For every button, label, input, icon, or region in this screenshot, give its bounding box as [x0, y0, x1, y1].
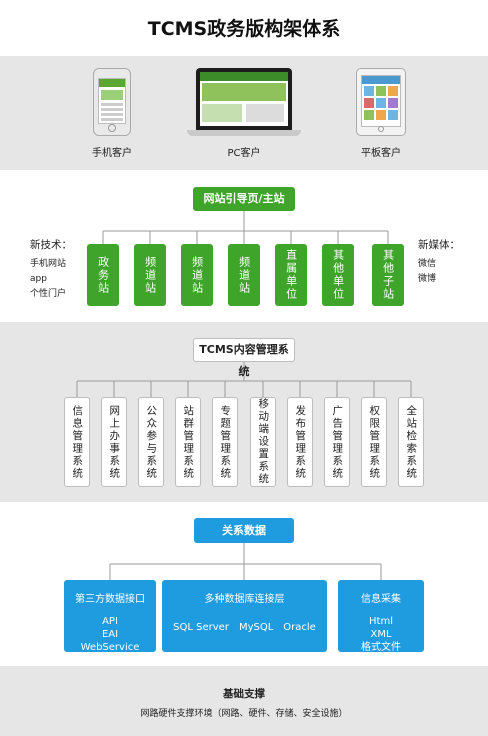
- new-media-item: 微信: [418, 259, 437, 269]
- site-box: 频道站: [134, 244, 166, 306]
- data-box-item: API: [102, 616, 118, 627]
- new-tech-item: 手机网站: [30, 259, 67, 269]
- new-media-heading: 新媒体：: [418, 239, 460, 251]
- cms-module-box: 公众参与系统: [138, 397, 164, 487]
- basic-band: [0, 666, 488, 736]
- new-media-list: 新媒体： 微信 微博: [418, 238, 460, 287]
- basic-title: 基础支撑: [223, 688, 265, 700]
- client-tablet: 平板客户: [356, 68, 406, 159]
- cms-module-box: 发布管理系统: [287, 397, 313, 487]
- cms-main-box: TCMS内容管理系统: [193, 338, 295, 378]
- data-box-item: WebService: [80, 642, 140, 653]
- site-box: 其他单位: [322, 244, 354, 306]
- data-box-item: EAI: [101, 629, 119, 640]
- cms-module-box: 移动端设置系统: [250, 397, 276, 487]
- data-box-item: XML: [370, 629, 392, 640]
- client-pc-label: PC客户: [227, 148, 261, 159]
- data-box-item: SQL Server: [173, 622, 229, 633]
- tablet-icon: [356, 68, 406, 136]
- title-band: TCMS政务版构架体系: [0, 0, 488, 56]
- portal-main-box: 网站引导页/主站: [193, 187, 295, 211]
- data-box-item: MySQL: [238, 622, 274, 633]
- cms-module-box: 信息管理系统: [64, 397, 90, 487]
- cms-module-box: 网上办事系统: [101, 397, 127, 487]
- data-box-title: 多种数据库连接层: [204, 594, 285, 605]
- new-media-item: 微博: [418, 274, 437, 284]
- cms-module-box: 全站检索系统: [398, 397, 424, 487]
- client-phone-label: 手机客户: [92, 148, 132, 159]
- data-box-collection: 信息采集 Html XML 格式文件: [338, 580, 424, 653]
- client-pc: PC客户: [187, 68, 301, 159]
- diagram-title: TCMS政务版构架体系: [147, 18, 341, 40]
- laptop-icon: [187, 68, 301, 136]
- new-tech-list: 新技术： 手机网站 app 个性门户: [30, 238, 72, 302]
- data-box-third-party: 第三方数据接口 API EAI WebService: [64, 580, 156, 653]
- data-box-item: Oracle: [283, 622, 316, 633]
- data-box-database: 多种数据库连接层 SQL Server MySQL Oracle: [162, 580, 327, 652]
- phone-icon: [93, 68, 131, 136]
- new-tech-heading: 新技术：: [30, 239, 72, 251]
- site-box: 政务站: [87, 244, 119, 306]
- data-box-title: 信息采集: [361, 594, 401, 605]
- cms-module-box: 权限管理系统: [361, 397, 387, 487]
- cms-module-box: 站群管理系统: [175, 397, 201, 487]
- data-box-title: 第三方数据接口: [75, 594, 145, 605]
- cms-module-box: 广告管理系统: [324, 397, 350, 487]
- new-tech-item: app: [30, 274, 47, 284]
- site-box: 其他子站: [372, 244, 404, 306]
- site-box: 频道站: [228, 244, 260, 306]
- data-main-box: 关系数据: [194, 518, 294, 543]
- cms-module-box: 专题管理系统: [212, 397, 238, 487]
- site-box: 直属单位: [275, 244, 307, 306]
- basic-desc: 网路硬件支撑环境（网路、硬件、存储、安全设施）: [140, 709, 348, 719]
- client-tablet-label: 平板客户: [361, 148, 401, 159]
- client-phone: 手机客户: [92, 68, 132, 159]
- data-box-item: 格式文件: [361, 642, 401, 653]
- site-box: 频道站: [181, 244, 213, 306]
- clients-band: 手机客户 PC客户 平板客户: [0, 56, 488, 170]
- new-tech-item: 个性门户: [30, 289, 67, 299]
- data-box-item: Html: [369, 616, 393, 627]
